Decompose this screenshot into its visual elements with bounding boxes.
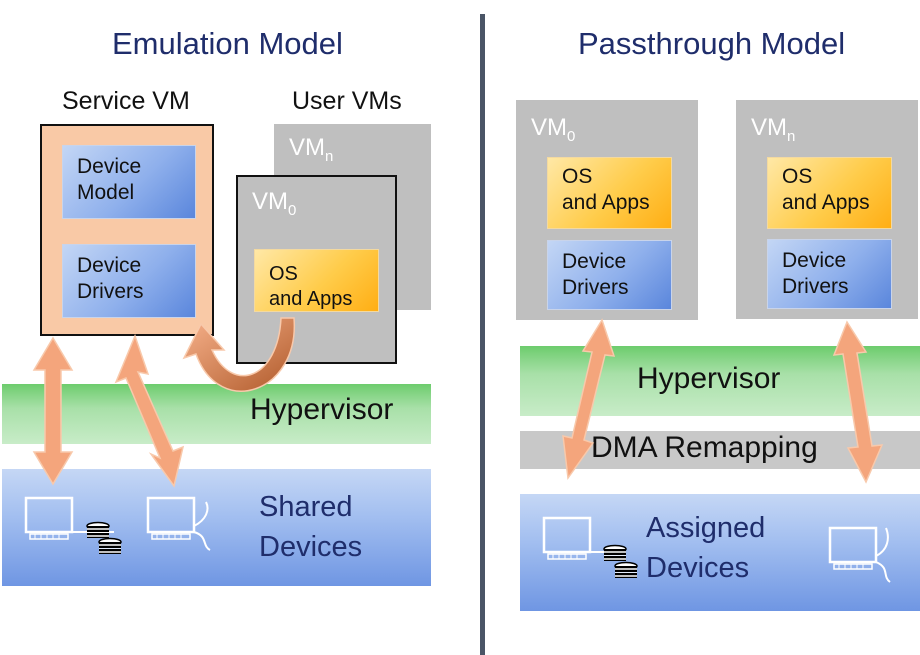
emulation-title: Emulation Model xyxy=(112,26,343,61)
right-vm-0-sub: 0 xyxy=(567,127,576,145)
right-vmn-device-drivers-line1: Device xyxy=(782,249,847,272)
left-vm-0-base: VM xyxy=(252,188,288,215)
assigned-devices-line1: Assigned xyxy=(646,512,766,544)
left-hypervisor-label: Hypervisor xyxy=(250,393,394,426)
left-os-apps-box: OS and Apps xyxy=(254,249,379,312)
left-arrow-2 xyxy=(114,333,185,488)
shared-devices-line2: Devices xyxy=(259,531,363,563)
right-vmn-os-apps-box: OS and Apps xyxy=(767,157,892,229)
right-vmn-os-apps-line1: OS xyxy=(782,165,813,188)
right-arrow-2 xyxy=(832,320,884,484)
assigned-disks-icon-2 xyxy=(614,561,638,579)
right-vmn-device-drivers-box: Device Drivers xyxy=(767,239,892,309)
left-os-apps-line2: and Apps xyxy=(269,288,353,310)
right-vm-n-label: VMn xyxy=(751,114,795,145)
right-vm0-os-apps-box: OS and Apps xyxy=(547,157,672,229)
right-vm0-device-drivers-line1: Device xyxy=(562,250,627,273)
device-model-box: Device Model xyxy=(62,145,196,219)
right-vm-0-base: VM xyxy=(531,114,567,141)
right-vmn-device-drivers-line2: Drivers xyxy=(782,275,849,298)
passthrough-title: Passthrough Model xyxy=(578,26,846,61)
left-device-drivers-box: Device Drivers xyxy=(62,244,196,318)
left-hypervisor-band xyxy=(2,384,431,444)
left-device-drivers-line2: Drivers xyxy=(77,280,144,303)
service-vm-label: Service VM xyxy=(62,87,190,115)
left-vm-n-sub: n xyxy=(325,147,334,165)
left-vm-n-base: VM xyxy=(289,134,325,161)
assigned-monitor-icon-2 xyxy=(828,526,891,583)
right-arrow-1 xyxy=(562,318,616,481)
left-vm-n-label: VMn xyxy=(289,134,333,165)
shared-devices-band xyxy=(2,469,431,586)
right-vm0-device-drivers-line2: Drivers xyxy=(562,276,629,299)
assigned-devices-line2: Devices xyxy=(646,552,750,584)
center-divider xyxy=(480,14,485,655)
right-hypervisor-label: Hypervisor xyxy=(637,362,781,395)
device-model-line2: Model xyxy=(77,181,135,204)
assigned-devices-label: Assigned Devices xyxy=(646,508,765,588)
device-model-line1: Device xyxy=(77,155,142,178)
assigned-disks-icon-1 xyxy=(603,544,627,562)
shared-devices-label: Shared Devices xyxy=(259,487,362,567)
user-vms-label: User VMs xyxy=(292,87,402,115)
left-vm-0-label: VM0 xyxy=(252,188,296,219)
shared-monitor-icon-2 xyxy=(146,496,211,551)
left-arrow-1 xyxy=(32,336,74,486)
right-vmn-os-apps-line2: and Apps xyxy=(782,191,870,214)
left-os-apps-line1: OS xyxy=(269,263,298,285)
shared-disks-icon-1 xyxy=(86,521,110,539)
right-vm-0-label: VM0 xyxy=(531,114,575,145)
right-vm-n-base: VM xyxy=(751,114,787,141)
shared-disks-icon-2 xyxy=(98,537,122,555)
curved-arrow xyxy=(182,317,295,392)
shared-devices-line1: Shared xyxy=(259,491,353,523)
right-vm0-os-apps-line1: OS xyxy=(562,165,593,188)
dma-remapping-label: DMA Remapping xyxy=(591,431,818,464)
left-device-drivers-line1: Device xyxy=(77,254,142,277)
right-vm0-os-apps-line2: and Apps xyxy=(562,191,650,214)
assigned-monitor-icon-1 xyxy=(542,516,606,561)
right-vm-n-sub: n xyxy=(787,127,796,145)
right-vm0-device-drivers-box: Device Drivers xyxy=(547,240,672,310)
left-vm-0-sub: 0 xyxy=(288,201,297,219)
